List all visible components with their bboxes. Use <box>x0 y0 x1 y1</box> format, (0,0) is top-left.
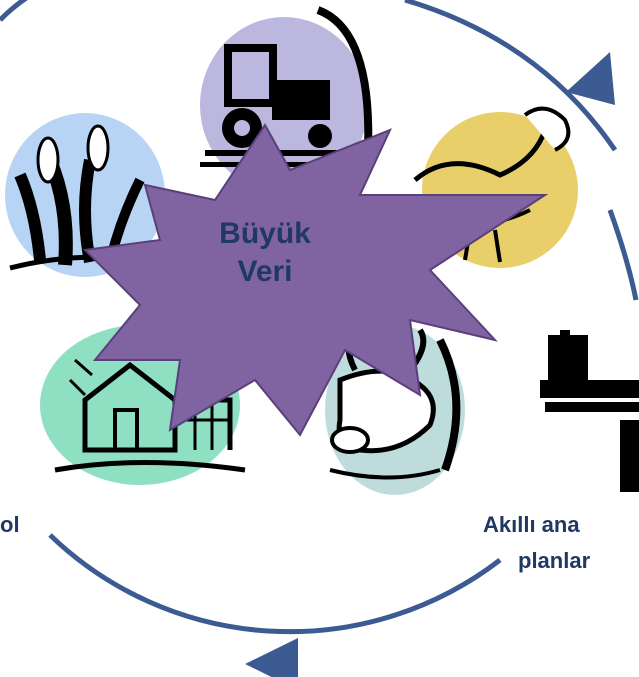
center-label-line1: Büyük <box>219 217 311 250</box>
cow-icon <box>325 325 465 495</box>
center-label: Büyük Veri <box>200 215 330 291</box>
cycle-arrow-top-right-icon <box>566 52 615 105</box>
center-label-line2: Veri <box>237 255 293 288</box>
left-label: ol <box>0 512 20 537</box>
right-label-line1: Akıllı ana <box>483 512 580 537</box>
computer-icon <box>540 330 639 492</box>
right-label-line2: planlar <box>518 548 591 573</box>
cycle-ring <box>0 0 639 635</box>
big-data-burst <box>82 123 549 437</box>
cycle-arrow-bottom-icon <box>245 638 298 677</box>
